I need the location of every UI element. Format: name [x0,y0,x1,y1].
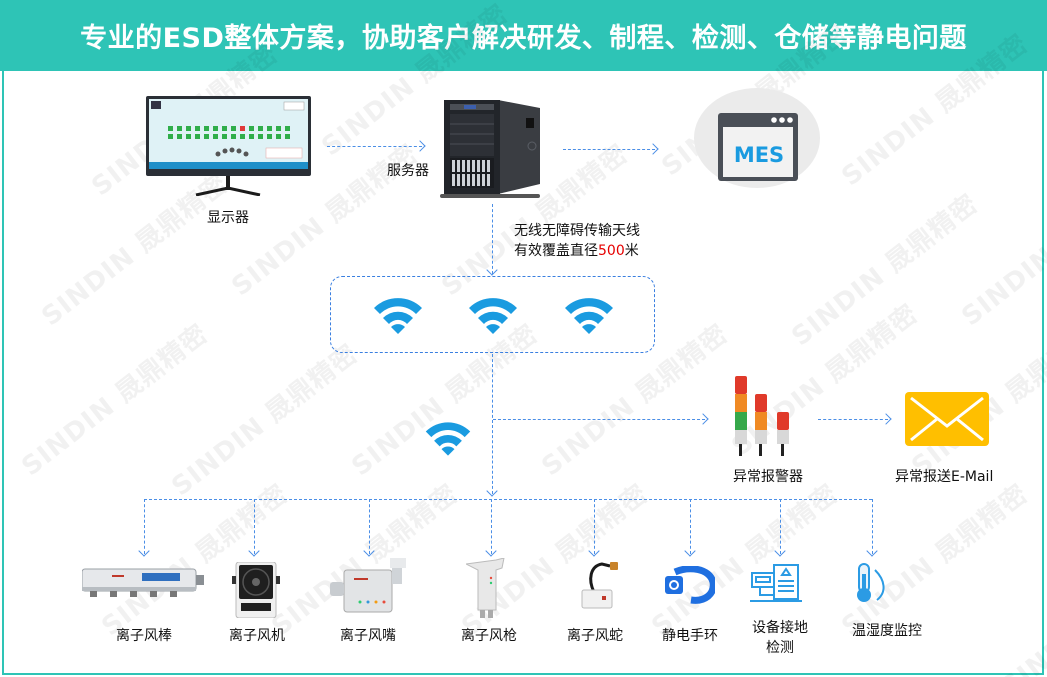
connector-alarm-email [818,419,888,420]
connector-trunk [492,354,493,494]
device-label: 离子风嘴 [340,628,396,644]
header-banner: 专业的ESD整体方案，协助客户解决研发、制程、检测、仓储等静电问题 [0,0,1047,71]
antenna-note-line2: 有效覆盖直径500米 [514,243,639,259]
device-wrist-strap [665,565,717,604]
ion-gun-icon [464,557,505,618]
device-ion-gun [464,557,506,620]
drop-line [144,499,145,554]
monitor-label: 显示器 [207,210,249,226]
device-label: 静电手环 [662,628,718,644]
ion-nozzle-icon [330,558,406,613]
drop-line [369,499,370,554]
email-label: 异常报送E-Mail [895,469,994,485]
monitor-node [146,96,311,197]
mes-node: MES [694,88,820,188]
server-icon [440,100,540,198]
alarm-label: 异常报警器 [733,469,803,485]
connector-monitor-server [327,146,422,147]
wireless-antenna-group [330,276,655,353]
tower-light-icon [735,376,789,456]
device-ion-nozzle [330,558,408,616]
device-label: 离子风棒 [116,628,172,644]
connector-server-mes [563,149,655,150]
device-ion-bar [81,567,204,607]
content-frame [2,70,1044,675]
antenna-note: 无线无障碍传输天线 有效覆盖直径500米 [514,221,640,261]
thermometer-icon [857,563,885,602]
alarm-node [733,374,793,460]
server-label: 服务器 [387,163,429,179]
wifi-icon [565,298,613,334]
device-label: 离子风蛇 [567,628,623,644]
distribution-bus [144,499,872,500]
mes-window-icon [718,113,798,181]
drop-line [491,499,492,554]
device-ion-fan [232,561,280,619]
drop-line [594,499,595,554]
device-label: 离子风机 [229,628,285,644]
connector-trunk-alarm [493,419,705,420]
wifi-icon [469,298,517,334]
device-label: 温湿度监控 [852,623,922,639]
page-title: 专业的ESD整体方案，协助客户解决研发、制程、检测、仓储等静电问题 [80,23,967,54]
device-label: 离子风枪 [461,628,517,644]
monitor-icon [146,96,311,197]
device-grounding-monitor [750,563,802,603]
drop-line [872,499,873,554]
grounding-monitor-icon [750,564,802,602]
wifi-icon [425,422,471,456]
envelope-icon [905,392,989,446]
coverage-diameter-value: 500 [598,243,625,259]
drop-line [690,499,691,554]
device-ion-snake [580,560,622,610]
ion-snake-icon [581,562,618,609]
device-label-grounding: 设备接地 检测 [752,620,808,656]
wrist-strap-icon [665,565,717,604]
mes-label: MES [733,143,785,167]
server-node [440,96,546,199]
email-node [905,392,989,446]
drop-line [254,499,255,554]
device-thermometer [855,562,889,604]
drop-line [780,499,781,554]
ion-fan-icon [232,561,280,619]
wifi-icon [374,298,422,334]
connector-server-wifi [492,204,493,274]
ion-bar-icon [81,568,204,597]
antenna-note-line1: 无线无障碍传输天线 [514,223,640,239]
